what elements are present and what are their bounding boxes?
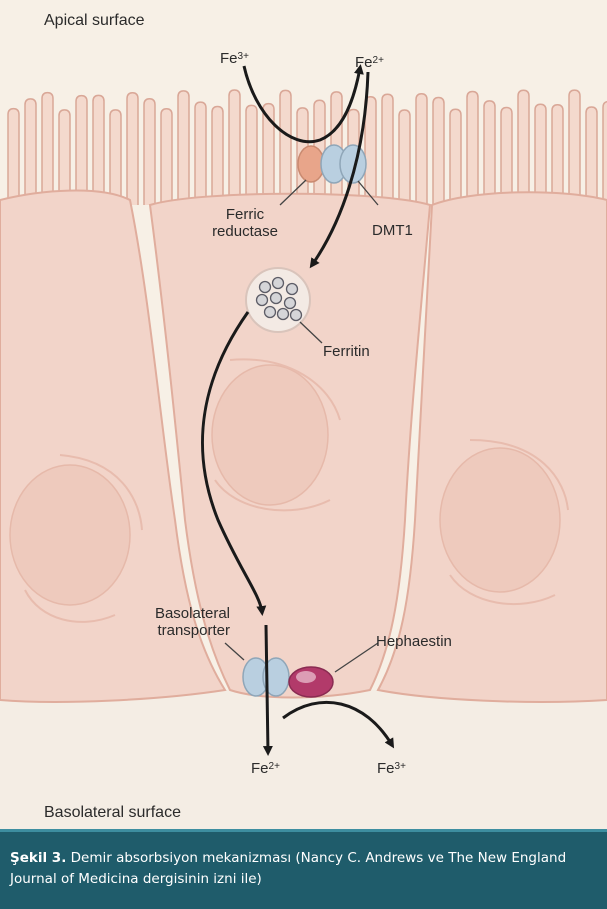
fe2-top-base: Fe bbox=[355, 54, 373, 71]
ferric-reductase-label: Ferric reductase bbox=[208, 206, 282, 240]
fe3-top-label: Fe3+ bbox=[220, 50, 249, 67]
iron-absorption-diagram bbox=[0, 0, 607, 829]
microvillus bbox=[178, 91, 189, 205]
microvillus bbox=[76, 96, 87, 205]
fe2-top-charge: 2+ bbox=[373, 55, 384, 66]
ferritin-granule bbox=[257, 295, 268, 306]
microvillus bbox=[484, 101, 495, 205]
nucleus-right bbox=[440, 448, 560, 592]
microvillus bbox=[552, 105, 563, 205]
microvillus bbox=[603, 101, 607, 205]
basolateral-transporter-line-2: transporter bbox=[146, 622, 230, 639]
microvillus bbox=[212, 107, 223, 205]
microvillus bbox=[110, 110, 121, 205]
ferric-reductase-line-1: Ferric bbox=[208, 206, 282, 223]
fe2-bottom-label: Fe2+ bbox=[251, 760, 280, 777]
fe3-bottom-charge: 3+ bbox=[395, 761, 406, 772]
basolateral-transporter-line-1: Basolateral bbox=[146, 605, 230, 622]
microvillus bbox=[93, 95, 104, 205]
microvillus bbox=[467, 91, 478, 205]
ferritin-label: Ferritin bbox=[323, 343, 370, 360]
fe3-bottom-label: Fe3+ bbox=[377, 760, 406, 777]
microvillus bbox=[399, 110, 410, 205]
arrow-through-transporter bbox=[266, 625, 268, 752]
microvillus bbox=[450, 109, 461, 205]
ferritin-granule bbox=[260, 282, 271, 293]
microvillus bbox=[501, 107, 512, 205]
hephaestin-highlight bbox=[296, 671, 316, 683]
caption-text: Şekil 3. Demir absorbsiyon mekanizması (… bbox=[10, 848, 600, 890]
ferric-reductase-line-2: reductase bbox=[208, 223, 282, 240]
nucleus-left bbox=[10, 465, 130, 605]
microvillus bbox=[518, 90, 529, 205]
nucleus-center bbox=[212, 365, 328, 505]
fe3-top-charge: 3+ bbox=[238, 51, 249, 62]
apical-surface-label: Apical surface bbox=[44, 12, 145, 29]
caption-body: Demir absorbsiyon mekanizması (Nancy C. … bbox=[10, 850, 566, 887]
ferritin-granule bbox=[291, 310, 302, 321]
microvillus bbox=[246, 105, 257, 205]
dmt1-label: DMT1 bbox=[372, 222, 413, 239]
microvillus bbox=[416, 94, 427, 205]
figure-caption: Şekil 3. Demir absorbsiyon mekanizması (… bbox=[0, 829, 607, 909]
microvillus bbox=[569, 90, 580, 205]
microvillus bbox=[195, 102, 206, 205]
microvillus bbox=[586, 107, 597, 205]
microvillus bbox=[382, 94, 393, 205]
fe2-top-label: Fe2+ bbox=[355, 54, 384, 71]
ferritin-granule bbox=[287, 284, 298, 295]
ferritin-granule bbox=[271, 293, 282, 304]
fe3-bottom-base: Fe bbox=[377, 760, 395, 777]
microvillus bbox=[229, 90, 240, 205]
ferritin-granule bbox=[278, 309, 289, 320]
basolateral-transporter-label: Basolateral transporter bbox=[146, 605, 230, 639]
microvillus bbox=[127, 93, 138, 205]
microvillus bbox=[535, 104, 546, 205]
microvillus bbox=[8, 109, 19, 205]
microvillus bbox=[433, 97, 444, 205]
ferritin-granule bbox=[273, 278, 284, 289]
basolateral-surface-label: Basolateral surface bbox=[44, 804, 181, 821]
microvillus bbox=[42, 93, 53, 205]
microvillus bbox=[144, 99, 155, 205]
caption-figure-number: Şekil 3. bbox=[10, 850, 66, 866]
fe2-bottom-charge: 2+ bbox=[269, 761, 280, 772]
microvillus bbox=[25, 99, 36, 205]
microvillus bbox=[365, 97, 376, 205]
microvillus bbox=[161, 109, 172, 205]
fe3-top-base: Fe bbox=[220, 50, 238, 67]
microvillus bbox=[280, 90, 291, 205]
hephaestin-label: Hephaestin bbox=[376, 633, 452, 650]
ferritin-granule bbox=[265, 307, 276, 318]
ferritin-granule bbox=[285, 298, 296, 309]
ferric-reductase-protein bbox=[298, 146, 324, 182]
fe2-bottom-base: Fe bbox=[251, 760, 269, 777]
